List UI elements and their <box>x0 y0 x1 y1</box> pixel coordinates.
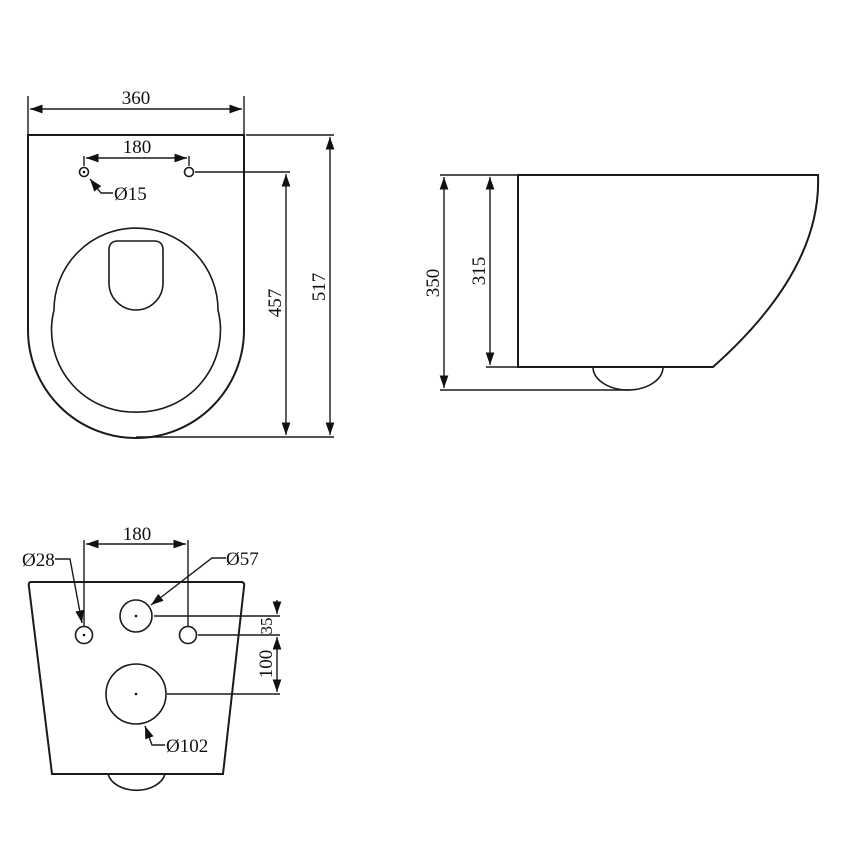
outlet-spigot <box>592 366 664 391</box>
bolt-diameter-label: Ø28 <box>22 550 55 571</box>
top-view: 360 180 Ø15 457 517 <box>27 88 335 440</box>
bowl-inner-opening <box>108 240 164 311</box>
outlet-diameter-label: Ø102 <box>166 736 208 757</box>
fixing-hole-right <box>183 166 195 178</box>
bowl-rim <box>50 227 222 413</box>
back-view: 180 Ø28 Ø57 Ø102 35 100 <box>22 524 282 792</box>
hole-diameter-leader <box>89 178 113 194</box>
inlet-offset-label: 35 <box>257 618 276 635</box>
outlet-center-dot <box>134 692 138 696</box>
overall-length-label: 517 <box>309 273 330 302</box>
bolt-hole-right <box>178 625 198 645</box>
inlet-diameter-label: Ø57 <box>226 549 259 570</box>
outlet-diameter-leader <box>144 725 165 746</box>
side-view: 350 315 <box>423 174 820 391</box>
hole-center-dot <box>82 170 86 174</box>
hole-to-front-label: 457 <box>265 289 286 318</box>
top-view-outline <box>27 134 245 440</box>
inlet-diameter-leader <box>150 557 226 606</box>
side-view-outline <box>517 174 820 368</box>
hole-spacing-label: 180 <box>123 137 152 158</box>
body-height-label: 315 <box>469 257 490 286</box>
outlet-spigot <box>107 773 166 792</box>
width-label: 360 <box>122 88 151 109</box>
overall-height-label: 350 <box>423 269 444 298</box>
hole-center-dot <box>82 633 86 637</box>
back-view-outline <box>27 581 246 775</box>
inlet-center-dot <box>134 614 138 618</box>
bolt-hole-left <box>74 625 94 645</box>
inlet-hole <box>119 599 153 633</box>
outlet-offset-label: 100 <box>256 650 277 679</box>
outlet-hole <box>105 663 167 725</box>
bolt-spacing-label: 180 <box>123 524 152 545</box>
fixing-hole-left <box>78 166 90 178</box>
bolt-diameter-leader <box>55 558 85 624</box>
hole-diameter-label: Ø15 <box>114 184 147 205</box>
